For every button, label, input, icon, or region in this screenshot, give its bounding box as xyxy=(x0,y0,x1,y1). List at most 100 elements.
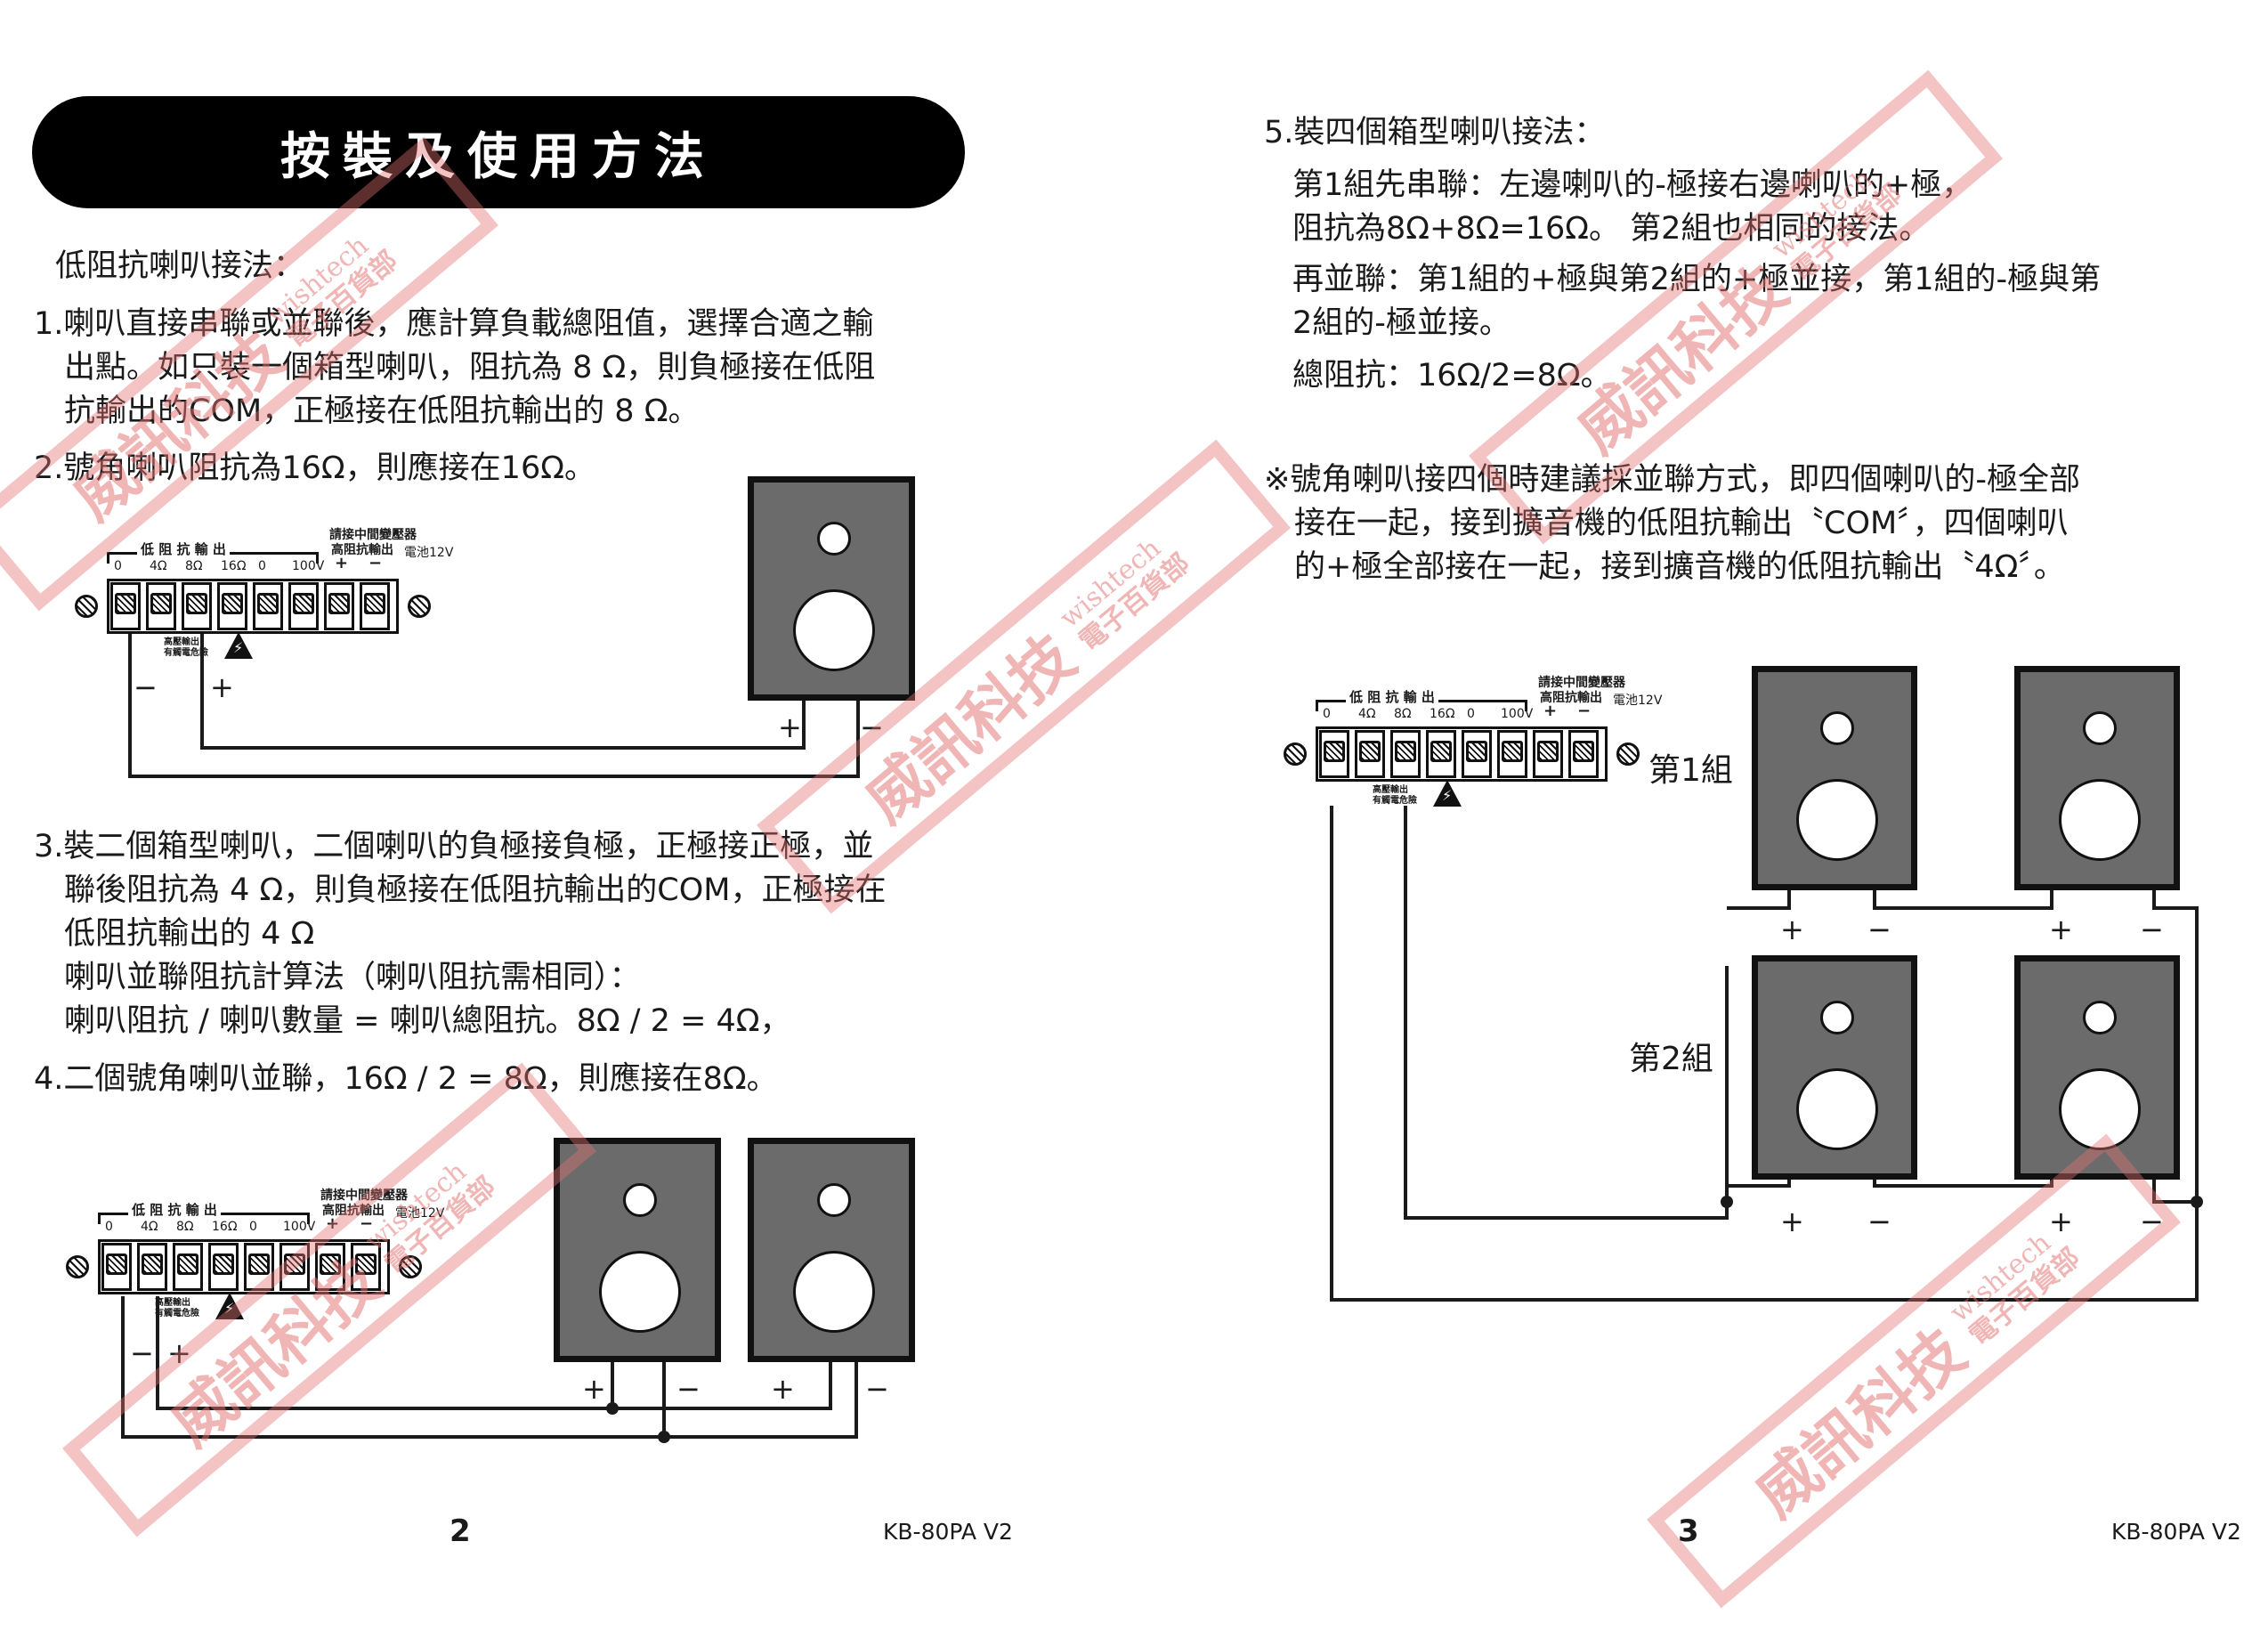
screw-icon xyxy=(364,593,385,614)
g1r-plus: + xyxy=(2049,913,2073,946)
mount-screw-icon xyxy=(1284,742,1307,766)
screw-icon xyxy=(1502,741,1523,762)
speaker-g1-left xyxy=(1752,666,1917,890)
screw-icon xyxy=(1430,741,1452,762)
warning-label-2: 有觸電危險 xyxy=(1373,796,1417,806)
item3-line3: 低阻抗輸出的 4 Ω xyxy=(64,916,315,952)
g2r-minus: − xyxy=(2140,1205,2164,1238)
speaker-g2-left xyxy=(1752,955,1917,1180)
item3-line5: 喇叭阻抗 / 喇叭數量 = 喇叭總阻抗。8Ω / 2 = 4Ω， xyxy=(64,1003,791,1039)
tap-label-3: 16Ω xyxy=(221,559,247,573)
screw-icon xyxy=(1395,741,1416,762)
tweeter-icon xyxy=(817,1183,851,1217)
screw-icon xyxy=(1324,741,1345,762)
tap-label-0: 0 xyxy=(114,559,122,573)
battery-plus: + xyxy=(326,1214,340,1233)
high-impedance-label: 高阻抗輸出 xyxy=(1540,691,1602,705)
screw-icon xyxy=(142,1254,163,1275)
low-impedance-label: 低 阻 抗 輸 出 xyxy=(137,540,230,558)
group1-label: 第1組 xyxy=(1648,752,1733,789)
item3-line2: 聯後阻抗為 4 Ω，則負極接在低阻抗輸出的COM，正極接在 xyxy=(64,872,887,908)
mount-screw-icon xyxy=(66,1255,89,1278)
screw-icon xyxy=(150,593,172,614)
transformer-note: 請接中間變壓器 xyxy=(1538,676,1625,690)
tap-label-2: 8Ω xyxy=(1394,707,1412,721)
tap-label-0: 0 xyxy=(105,1220,113,1234)
d1-plus: + xyxy=(778,710,802,744)
group2-label: 第2組 xyxy=(1629,1041,1713,1077)
speaker-g2-right xyxy=(2014,955,2180,1180)
screw-icon xyxy=(293,593,314,614)
d1-term-plus: + xyxy=(210,670,234,704)
lightning-icon: ⚡ xyxy=(224,1300,235,1317)
screw-icon xyxy=(1573,741,1594,762)
d2a-plus: + xyxy=(582,1372,606,1406)
tap-label-2: 8Ω xyxy=(176,1220,194,1234)
woofer-icon xyxy=(2059,779,2141,861)
tap-label-5: 100V xyxy=(292,559,325,573)
g2l-plus: + xyxy=(1780,1205,1804,1238)
screw-icon xyxy=(248,1254,270,1275)
speaker-cabinet-d2b xyxy=(748,1138,915,1362)
battery-label: 電池12V xyxy=(1613,694,1663,708)
screw-icon xyxy=(1359,741,1381,762)
item3-line1: 3.裝二個箱型喇叭，二個喇叭的負極接負極，正極接正極，並 xyxy=(34,829,874,864)
screw-icon xyxy=(177,1254,198,1275)
mount-screw-icon xyxy=(1616,742,1640,766)
speaker-cabinet-d1 xyxy=(748,476,915,701)
battery-plus: + xyxy=(1543,702,1558,720)
tweeter-icon xyxy=(1820,1001,1854,1034)
screw-icon xyxy=(1537,741,1559,762)
g2r-plus: + xyxy=(2049,1205,2073,1238)
mount-screw-icon xyxy=(408,595,431,618)
warning-label-1: 高壓輸出 xyxy=(1373,785,1408,795)
speaker-cabinet-d2a xyxy=(554,1138,721,1362)
tap-label-1: 4Ω xyxy=(1358,707,1376,721)
tap-label-1: 4Ω xyxy=(150,559,167,573)
d1-term-minus: − xyxy=(134,670,158,704)
tap-label-2: 8Ω xyxy=(185,559,203,573)
tap-label-1: 4Ω xyxy=(141,1220,158,1234)
battery-minus: − xyxy=(360,1214,374,1233)
warning-label-1: 高壓輸出 xyxy=(164,637,199,647)
battery-plus: + xyxy=(335,554,349,572)
d3-wire-g1pos xyxy=(1727,886,1791,910)
screw-icon xyxy=(328,593,350,614)
battery-minus: − xyxy=(1577,702,1592,720)
tap-label-3: 16Ω xyxy=(212,1220,238,1234)
speaker-g1-right xyxy=(2014,666,2180,890)
battery-label: 電池12V xyxy=(395,1206,445,1221)
model-left: KB-80PA V2 xyxy=(883,1519,1013,1545)
screw-icon xyxy=(222,593,243,614)
tap-label-4: 0 xyxy=(249,1220,257,1234)
high-voltage-icon xyxy=(224,632,253,659)
tap-label-5: 100V xyxy=(1501,707,1534,721)
screw-icon xyxy=(213,1254,234,1275)
d2b-plus: + xyxy=(771,1372,795,1406)
woofer-icon xyxy=(1796,779,1878,861)
g2l-minus: − xyxy=(1867,1205,1891,1238)
lightning-icon: ⚡ xyxy=(1442,787,1453,804)
screw-icon xyxy=(355,1254,377,1275)
woofer-icon xyxy=(793,589,875,671)
mount-screw-icon xyxy=(399,1255,422,1278)
tweeter-icon xyxy=(1820,711,1854,745)
g1r-minus: − xyxy=(2140,913,2164,946)
d3-wire-g1-mid xyxy=(1873,886,2053,910)
screw-icon xyxy=(257,593,279,614)
g1l-minus: − xyxy=(1867,913,1891,946)
note-line3: 的+極全部接在一起，接到擴音機的低阻抗輸出〝4Ω〞。 xyxy=(1294,549,2065,585)
screw-icon xyxy=(1466,741,1487,762)
warning-label-1: 高壓輸出 xyxy=(155,1298,190,1308)
d1-minus: − xyxy=(860,710,884,744)
d2b-minus: − xyxy=(865,1372,889,1406)
mount-screw-icon xyxy=(75,595,98,618)
d2-term-minus: − xyxy=(130,1336,154,1370)
screw-icon xyxy=(115,593,136,614)
woofer-icon xyxy=(599,1251,681,1333)
d3-wire-4 xyxy=(1404,806,1729,1220)
woofer-icon xyxy=(793,1251,875,1333)
